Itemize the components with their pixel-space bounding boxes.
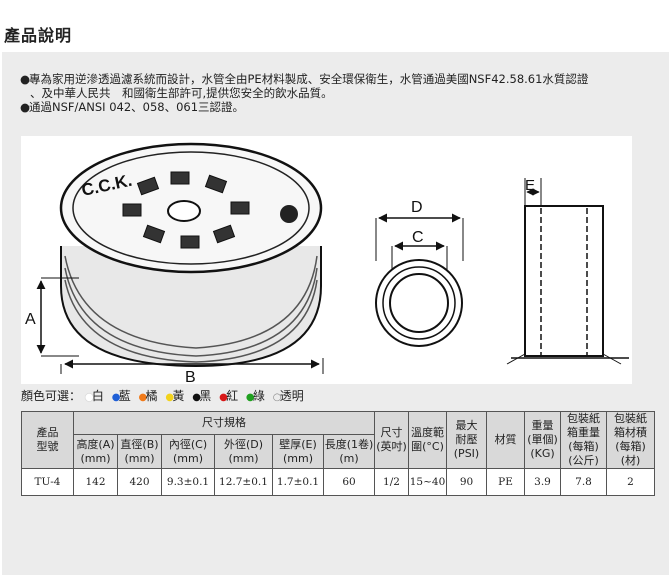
table-cell: 1/2 xyxy=(374,468,409,496)
description-line-1: ●專為家用逆滲透過濾系統而設計，水管全由PE材料製成、安全環保衛生，水管通過美國… xyxy=(20,72,589,86)
tube-reel-illustration: C.C.K. xyxy=(59,142,323,368)
dot-icon: ● xyxy=(84,392,94,403)
col-header-material: 材質 xyxy=(486,411,525,469)
color-option-red: ●紅 xyxy=(219,389,239,403)
dimension-c-label: C xyxy=(412,229,424,246)
table-row: TU-4 142 420 9.3±0.1 12.7±0.1 1.7±0.1 60… xyxy=(21,468,655,496)
dimension-b-label: B xyxy=(185,369,196,384)
table-cell: 12.7±0.1 xyxy=(214,468,273,496)
product-description: ●專為家用逆滲透過濾系統而設計，水管全由PE材料製成、安全環保衛生，水管通過美國… xyxy=(20,72,660,114)
color-option-blue: ●藍 xyxy=(111,389,131,403)
dot-icon: ● xyxy=(192,392,201,403)
col-header-box-volume: 包裝紙 箱材積 (每箱) (材) xyxy=(606,411,655,469)
table-cell: 2 xyxy=(606,468,655,496)
col-header-length: 長度(1卷)(m) xyxy=(323,434,375,469)
color-options-label: 顏色可選： xyxy=(21,389,82,403)
col-header-box-weight: 包裝紙 箱重量 (每箱) (公斤) xyxy=(560,411,607,469)
dot-icon: ● xyxy=(138,392,148,403)
color-options: 顏色可選： ●白 ●藍 ●橘 ●黃 ●黑 ●紅 ●綠 ○透明 xyxy=(21,387,308,404)
col-header-pressure: 最大 耐壓 (PSI) xyxy=(446,411,487,469)
model-header: 產品 型號 xyxy=(21,411,74,469)
col-header-weight: 重量 (單個) (KG) xyxy=(524,411,561,469)
table-cell: 7.8 xyxy=(560,468,607,496)
table-cell: 420 xyxy=(117,468,162,496)
table-cell: 1.7±0.1 xyxy=(272,468,324,496)
dot-icon: ● xyxy=(165,392,175,403)
col-header-outer-diameter: 外徑(D)(mm) xyxy=(214,434,273,469)
tube-cross-section: D C xyxy=(375,199,464,347)
dot-icon: ● xyxy=(245,392,255,403)
spec-table: 產品 型號 尺寸規格 尺寸 (英吋) 溫度範 圍(°C) 最大 耐壓 (PSI)… xyxy=(21,411,655,496)
col-header-inner-diameter: 內徑(C)(mm) xyxy=(161,434,215,469)
ring-icon: ○ xyxy=(272,392,282,403)
color-option-green: ●綠 xyxy=(245,389,265,403)
dot-icon: ● xyxy=(219,392,228,403)
color-option-white: ●白 xyxy=(84,389,104,403)
table-cell: 15~40 xyxy=(408,468,447,496)
color-option-yellow: ●黃 xyxy=(165,389,185,403)
dimension-d-label: D xyxy=(411,199,423,216)
col-header-diameter: 直徑(B)(mm) xyxy=(117,434,162,469)
product-diagram: C.C.K. A B D C E xyxy=(21,136,632,386)
dot-icon: ● xyxy=(111,392,121,403)
bullet-icon: ● xyxy=(20,100,31,114)
table-cell: TU-4 xyxy=(21,468,74,496)
color-option-orange: ●橘 xyxy=(138,389,158,403)
table-cell: 3.9 xyxy=(524,468,561,496)
table-cell: 90 xyxy=(446,468,487,496)
col-header-height: 高度(A)(mm) xyxy=(73,434,118,469)
description-line-3: ●通過NSF/ANSI 042、058、061三認證。 xyxy=(20,100,245,114)
table-cell: 142 xyxy=(73,468,118,496)
col-header-temp: 溫度範 圍(°C) xyxy=(408,411,447,469)
table-cell: PE xyxy=(486,468,525,496)
dimension-e-label: E xyxy=(525,177,535,194)
table-cell: 60 xyxy=(323,468,375,496)
col-header-wall: 壁厚(E)(mm) xyxy=(272,434,324,469)
dimension-a-label: A xyxy=(25,311,36,328)
page-title: 產品說明 xyxy=(4,26,73,45)
col-header-inch: 尺寸 (英吋) xyxy=(374,411,409,469)
tube-side-section: E xyxy=(506,177,629,365)
description-line-2: 、及中華人民共 和國衛生部許可,提供您安全的飲水品質。 xyxy=(30,86,333,100)
bullet-icon: ● xyxy=(20,72,31,86)
table-cell: 9.3±0.1 xyxy=(161,468,215,496)
tube-reel-diagram: C.C.K. A B D C E xyxy=(25,142,629,386)
color-option-clear: ○透明 xyxy=(272,389,304,403)
color-option-black: ●黑 xyxy=(192,389,212,403)
size-group-header: 尺寸規格 xyxy=(73,411,375,435)
